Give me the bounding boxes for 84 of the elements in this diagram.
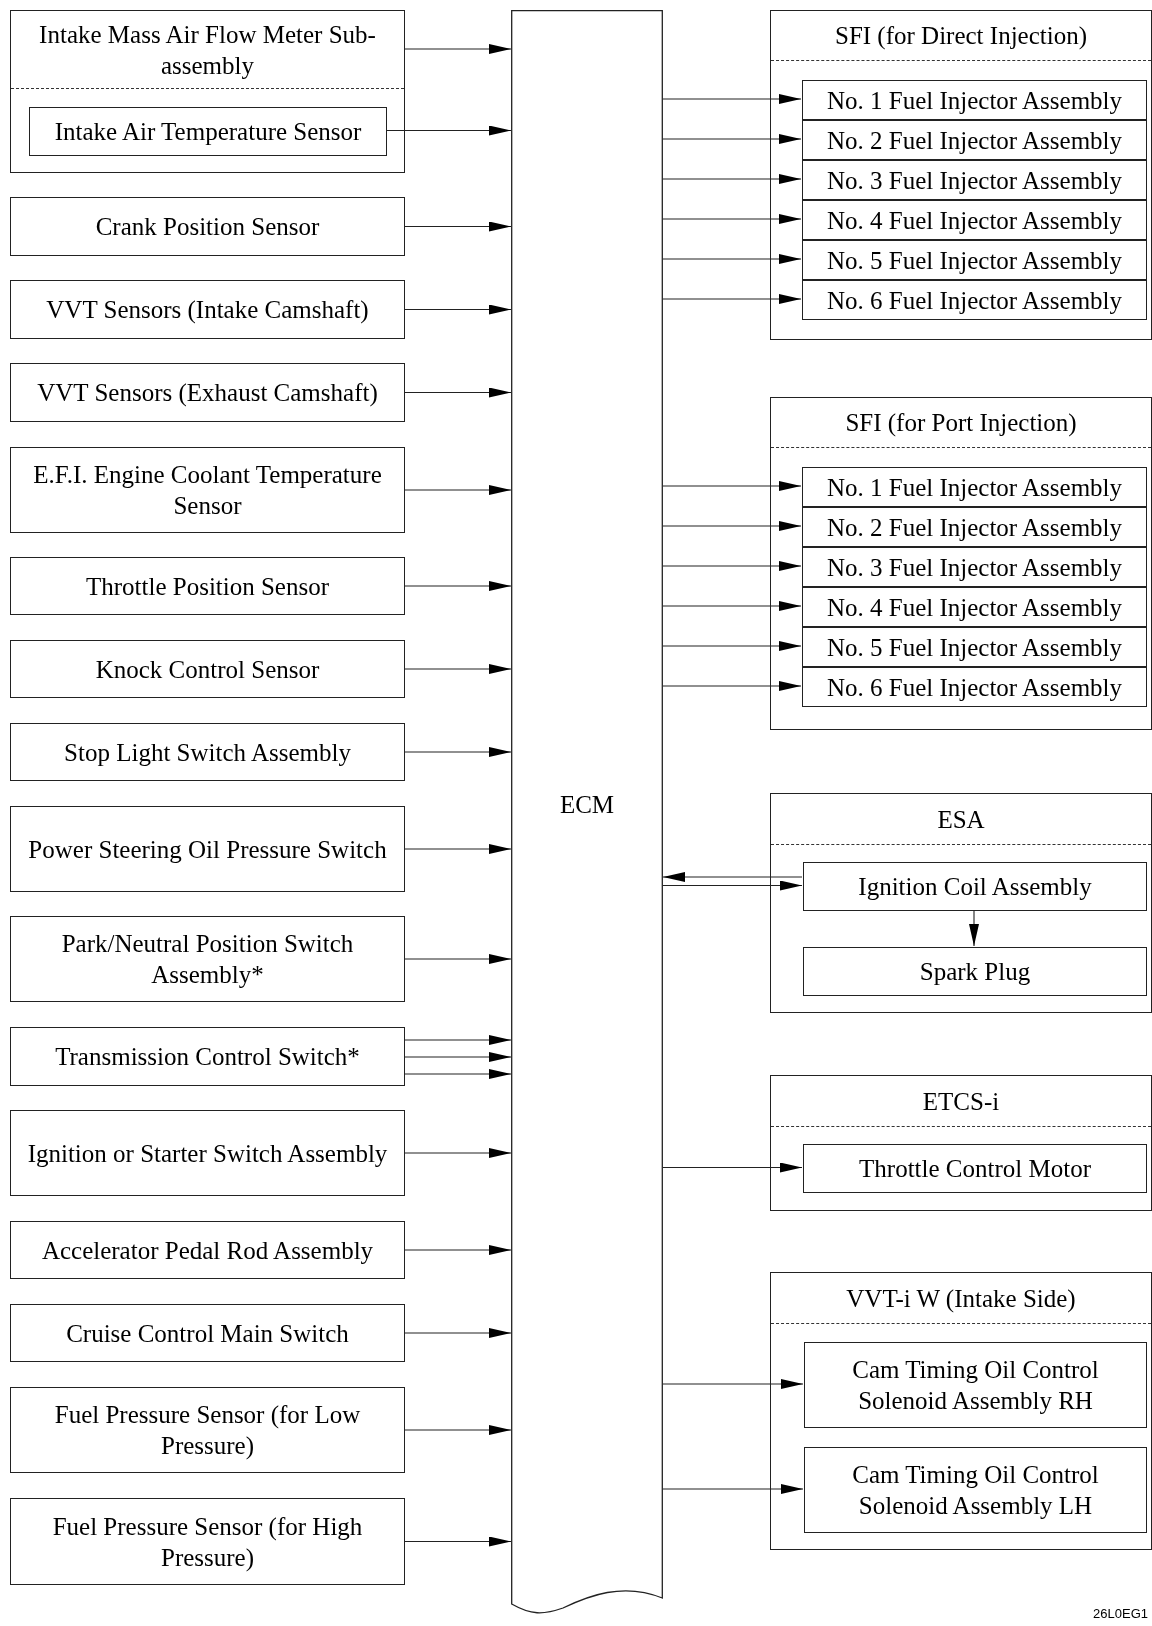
system-group-box [770, 10, 1152, 340]
arrow [404, 485, 512, 495]
component-box: Accelerator Pedal Rod Assembly [10, 1221, 405, 1279]
figure-code: 26L0EG1 [1093, 1606, 1148, 1621]
arrow [404, 747, 512, 757]
arrow [662, 601, 802, 611]
group-heading: Intake Mass Air Flow Meter Sub-assembly [38, 19, 377, 81]
arrow [404, 1052, 512, 1062]
group-heading: SFI (for Direct Injection) [834, 21, 1088, 52]
arrow [662, 481, 802, 491]
component-box: No. 4 Fuel Injector Assembly [802, 587, 1147, 627]
component-box: No. 6 Fuel Injector Assembly [802, 280, 1147, 320]
component-box: VVT Sensors (Intake Camshaft) [10, 280, 405, 339]
arrow [662, 561, 802, 571]
component-box: Knock Control Sensor [10, 640, 405, 698]
component-box: Spark Plug [803, 947, 1147, 996]
arrow [662, 1162, 803, 1173]
system-group-box [770, 793, 1152, 1013]
component-box: No. 4 Fuel Injector Assembly [802, 200, 1147, 240]
component-box: E.F.I. Engine Coolant Temperature Sensor [10, 447, 405, 533]
component-box: Intake Air Temperature Sensor [29, 107, 387, 156]
arrow [662, 880, 803, 891]
arrow [662, 214, 802, 224]
arrow [404, 1148, 512, 1158]
arrow [662, 174, 802, 184]
component-box: Cam Timing Oil Control Solenoid Assembly LH [804, 1447, 1147, 1533]
arrow [662, 1484, 804, 1494]
arrow [404, 1425, 512, 1435]
group-heading: ESA [936, 804, 986, 835]
system-group-box [770, 397, 1152, 730]
component-box: Stop Light Switch Assembly [10, 723, 405, 781]
arrow [404, 304, 512, 315]
arrow [404, 1245, 512, 1255]
component-box: Ignition Coil Assembly [803, 862, 1147, 911]
arrow [404, 1069, 512, 1079]
arrow [404, 44, 512, 54]
group-heading: VVT-i W (Intake Side) [845, 1283, 1077, 1315]
component-box: No. 2 Fuel Injector Assembly [802, 507, 1147, 547]
ecm-label: ECM [558, 789, 616, 820]
arrow [404, 664, 512, 674]
system-group-box [10, 10, 405, 173]
component-box: No. 3 Fuel Injector Assembly [802, 547, 1147, 587]
arrow [662, 294, 802, 304]
component-box: No. 2 Fuel Injector Assembly [802, 120, 1147, 160]
component-box: Fuel Pressure Sensor (for High Pressure) [10, 1498, 405, 1585]
component-box: Throttle Control Motor [803, 1144, 1147, 1193]
component-box: No. 1 Fuel Injector Assembly [802, 80, 1147, 120]
component-box: No. 3 Fuel Injector Assembly [802, 160, 1147, 200]
component-box: Throttle Position Sensor [10, 557, 405, 615]
system-group-box [770, 1272, 1152, 1550]
arrow [404, 387, 512, 398]
component-box: Crank Position Sensor [10, 197, 405, 256]
arrow [404, 1035, 512, 1045]
component-box: No. 5 Fuel Injector Assembly [802, 240, 1147, 280]
component-box: Cruise Control Main Switch [10, 1304, 405, 1362]
group-heading: ETCS-i [921, 1086, 1001, 1117]
arrow [662, 681, 802, 691]
component-box: Park/Neutral Position Switch Assembly* [10, 916, 405, 1002]
component-box: Power Steering Oil Pressure Switch [10, 806, 405, 892]
component-box: VVT Sensors (Exhaust Camshaft) [10, 363, 405, 422]
arrow [662, 254, 802, 264]
group-heading: SFI (for Port Injection) [844, 408, 1078, 439]
arrow [385, 125, 512, 136]
system-group-box [770, 1075, 1152, 1211]
component-box: Ignition or Starter Switch Assembly [10, 1110, 405, 1196]
component-box: No. 5 Fuel Injector Assembly [802, 627, 1147, 667]
arrow [662, 641, 802, 651]
arrow [404, 844, 512, 854]
component-box: No. 6 Fuel Injector Assembly [802, 667, 1147, 707]
component-box: Fuel Pressure Sensor (for Low Pressure) [10, 1387, 405, 1473]
component-box: Cam Timing Oil Control Solenoid Assembly RH [804, 1342, 1147, 1428]
arrow [662, 1379, 804, 1389]
arrow [404, 1536, 512, 1547]
arrow [404, 221, 512, 232]
component-box: No. 1 Fuel Injector Assembly [802, 467, 1147, 507]
arrow [662, 521, 802, 531]
arrow [404, 954, 512, 964]
component-box: Transmission Control Switch* [10, 1027, 405, 1086]
arrow [662, 872, 803, 882]
arrow [969, 909, 979, 947]
arrow [404, 581, 512, 591]
arrow [662, 134, 802, 144]
arrow [404, 1328, 512, 1338]
arrow [662, 94, 802, 104]
